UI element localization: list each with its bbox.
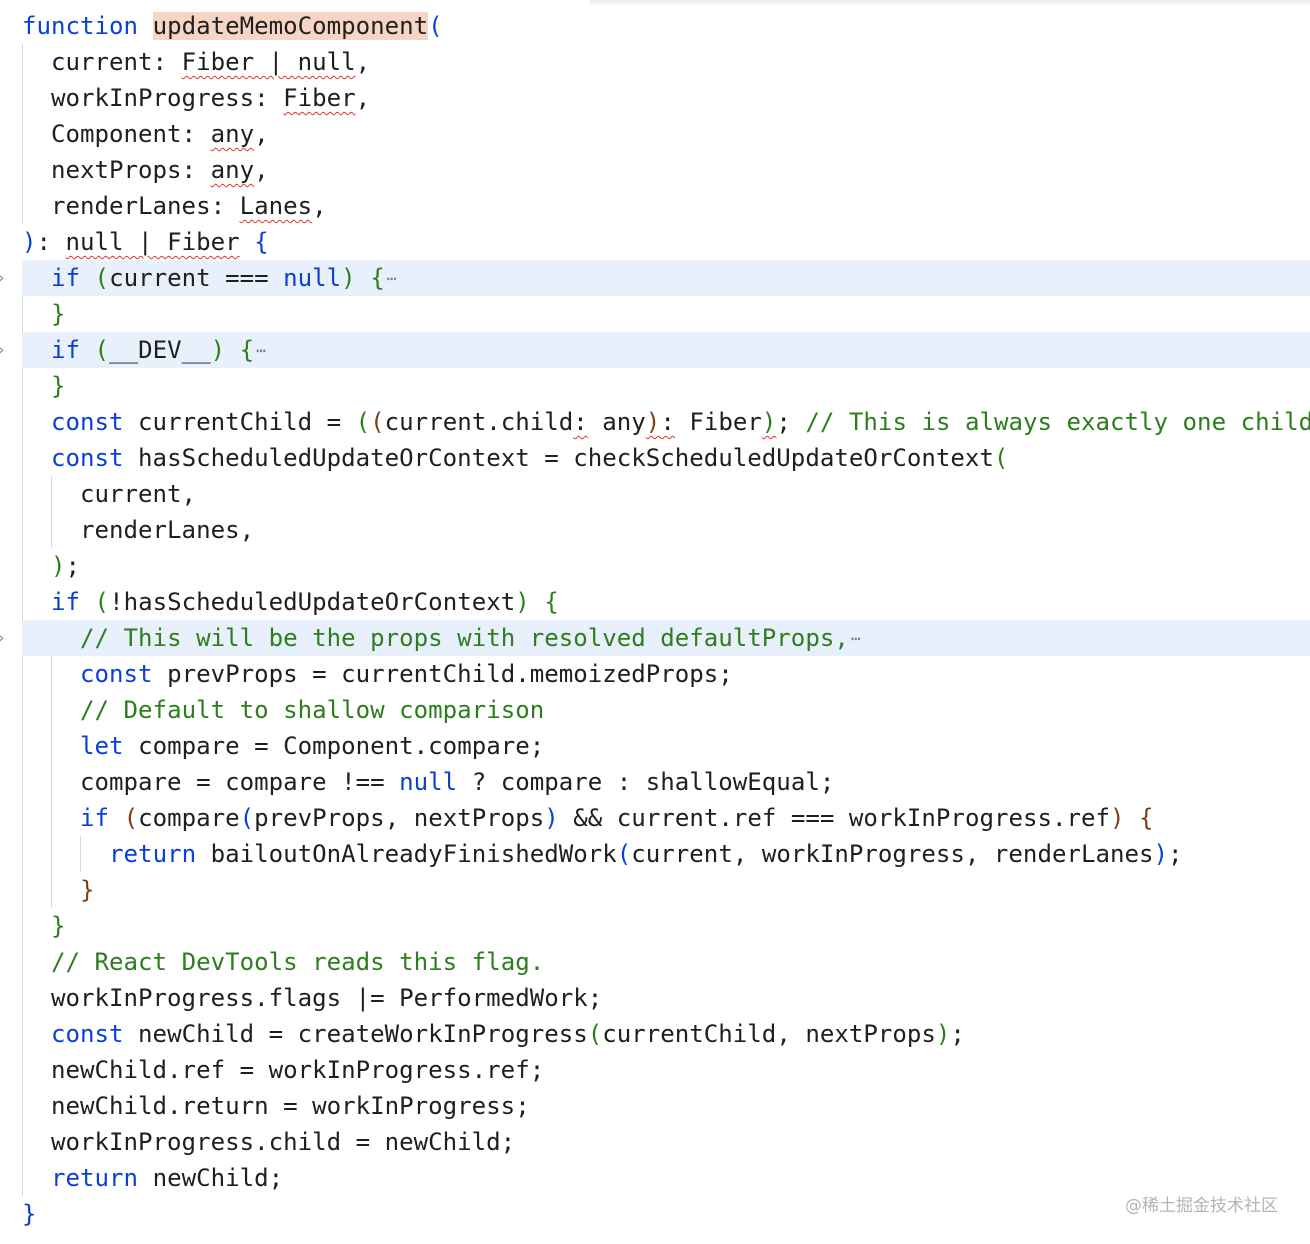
selected-function-name: updateMemoComponent: [152, 12, 429, 40]
code-line-6[interactable]: renderLanes: Lanes,: [0, 188, 1310, 224]
code-text: let compare = Component.compare;: [80, 732, 545, 760]
indent-guide: [22, 260, 23, 1196]
code-text: renderLanes: Lanes,: [22, 192, 327, 220]
code-text: }: [51, 912, 66, 940]
code-text: return newChild;: [51, 1164, 284, 1192]
code-text: workInProgress.flags |= PerformedWork;: [22, 984, 603, 1012]
code-text: compare = compare !== null ? compare : s…: [22, 768, 835, 796]
code-line-5[interactable]: nextProps: any,: [0, 152, 1310, 188]
indent-guide: [51, 476, 52, 548]
code-text: }: [51, 300, 66, 328]
code-line-19[interactable]: const prevProps = currentChild.memoizedP…: [0, 656, 1310, 692]
code-text: nextProps: any,: [22, 156, 269, 184]
code-line-17[interactable]: if (!hasScheduledUpdateOrContext) {: [0, 584, 1310, 620]
code-line-15[interactable]: renderLanes,: [0, 512, 1310, 548]
code-line-11[interactable]: }: [0, 368, 1310, 404]
code-text: current: Fiber | null,: [22, 48, 371, 76]
code-line-21[interactable]: let compare = Component.compare;: [0, 728, 1310, 764]
code-line-27[interactable]: // React DevTools reads this flag.: [0, 944, 1310, 980]
code-text: if (current === null) {⋯: [51, 264, 397, 292]
code-text: if (!hasScheduledUpdateOrContext) {: [51, 588, 559, 616]
code-line-28[interactable]: workInProgress.flags |= PerformedWork;: [0, 980, 1310, 1016]
code-text: }: [51, 372, 66, 400]
code-text: return bailoutOnAlreadyFinishedWork(curr…: [109, 840, 1183, 868]
code-text: workInProgress: Fiber,: [22, 84, 371, 112]
code-line-20[interactable]: // Default to shallow comparison: [0, 692, 1310, 728]
code-line-22[interactable]: compare = compare !== null ? compare : s…: [0, 764, 1310, 800]
code-line-25[interactable]: }: [0, 872, 1310, 908]
fold-ellipsis-icon[interactable]: ⋯: [256, 341, 266, 360]
code-text: }: [80, 876, 95, 904]
code-text: );: [51, 552, 81, 580]
code-line-23[interactable]: if (compare(prevProps, nextProps) && cur…: [0, 800, 1310, 836]
fold-ellipsis-icon[interactable]: ⋯: [850, 629, 861, 648]
indent-guide: [22, 44, 23, 224]
code-line-32[interactable]: workInProgress.child = newChild;: [0, 1124, 1310, 1160]
code-text: const hasScheduledUpdateOrContext = chec…: [51, 444, 1009, 472]
code-line-1[interactable]: function updateMemoComponent(: [0, 8, 1310, 44]
code-line-30[interactable]: newChild.ref = workInProgress.ref;: [0, 1052, 1310, 1088]
code-line-34[interactable]: }: [0, 1196, 1310, 1232]
code-line-16[interactable]: );: [0, 548, 1310, 584]
code-line-31[interactable]: newChild.return = workInProgress;: [0, 1088, 1310, 1124]
code-line-2[interactable]: current: Fiber | null,: [0, 44, 1310, 80]
fold-chevron-icon[interactable]: ›: [0, 260, 10, 296]
code-text: }: [22, 1200, 37, 1228]
code-line-33[interactable]: return newChild;: [0, 1160, 1310, 1196]
code-text: if (__DEV__) {⋯: [51, 336, 266, 364]
fold-chevron-icon[interactable]: ›: [0, 620, 10, 656]
code-line-26[interactable]: }: [0, 908, 1310, 944]
code-text: const currentChild = ((current.child: an…: [51, 408, 1310, 436]
code-text: // React DevTools reads this flag.: [51, 948, 545, 976]
code-text: // This will be the props with resolved …: [80, 624, 861, 652]
code-line-13[interactable]: const hasScheduledUpdateOrContext = chec…: [0, 440, 1310, 476]
code-text: ): null | Fiber {: [22, 228, 269, 256]
code-text: const prevProps = currentChild.memoizedP…: [80, 660, 733, 688]
fold-ellipsis-icon[interactable]: ⋯: [386, 269, 397, 288]
code-text: renderLanes,: [22, 516, 255, 544]
code-text: if (compare(prevProps, nextProps) && cur…: [80, 804, 1154, 832]
code-line-29[interactable]: const newChild = createWorkInProgress(cu…: [0, 1016, 1310, 1052]
fold-chevron-icon[interactable]: ›: [0, 332, 10, 368]
code-line-9[interactable]: }: [0, 296, 1310, 332]
code-line-3[interactable]: workInProgress: Fiber,: [0, 80, 1310, 116]
indent-guide: [51, 620, 52, 908]
code-text: newChild.return = workInProgress;: [22, 1092, 530, 1120]
code-text: newChild.ref = workInProgress.ref;: [22, 1056, 545, 1084]
code-line-7[interactable]: ): null | Fiber {: [0, 224, 1310, 260]
code-text: Component: any,: [22, 120, 269, 148]
code-line-4[interactable]: Component: any,: [0, 116, 1310, 152]
code-line-10-folded[interactable]: › if (__DEV__) {⋯: [0, 332, 1310, 368]
code-line-18-folded[interactable]: › // This will be the props with resolve…: [0, 620, 1310, 656]
indent-guide: [80, 836, 81, 872]
code-text: function updateMemoComponent(: [22, 12, 443, 40]
window-top-shadow: [590, 0, 1310, 6]
code-line-14[interactable]: current,: [0, 476, 1310, 512]
code-line-8-folded[interactable]: › if (current === null) {⋯: [0, 260, 1310, 296]
code-text: const newChild = createWorkInProgress(cu…: [51, 1020, 965, 1048]
watermark: @稀土掘金技术社区: [1125, 1196, 1278, 1216]
code-editor[interactable]: function updateMemoComponent( current: F…: [0, 8, 1310, 1232]
code-text: workInProgress.child = newChild;: [22, 1128, 516, 1156]
code-line-24[interactable]: return bailoutOnAlreadyFinishedWork(curr…: [0, 836, 1310, 872]
code-text: // Default to shallow comparison: [80, 696, 545, 724]
code-text: current,: [22, 480, 197, 508]
code-line-12[interactable]: const currentChild = ((current.child: an…: [0, 404, 1310, 440]
